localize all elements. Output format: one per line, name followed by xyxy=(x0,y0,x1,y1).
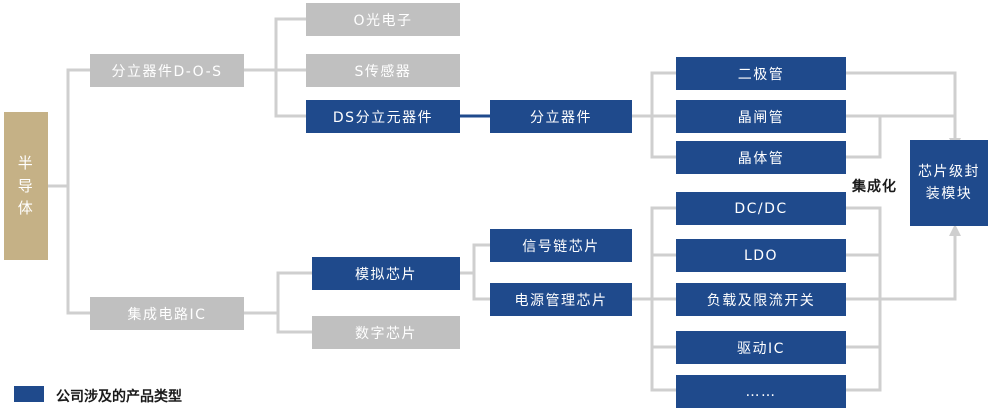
connector-discrete-transistor xyxy=(650,116,676,159)
node-dcdc: DC/DC xyxy=(676,192,846,225)
node-sensor: S传感器 xyxy=(306,54,460,87)
node-semiconductor-char-2: 导 xyxy=(17,176,35,195)
node-discrete-device: 分立器件 xyxy=(490,100,632,133)
connector-ic-digital xyxy=(276,313,312,334)
node-digital-chip: 数字芯片 xyxy=(312,316,460,349)
arrowhead-bottom xyxy=(949,224,961,236)
node-diode: 二极管 xyxy=(676,57,846,90)
connector-transistor-packaging xyxy=(846,116,882,159)
node-semiconductor: 半 导 体 xyxy=(4,112,48,260)
node-ds-discrete: DS分立元器件 xyxy=(306,100,460,133)
node-thyristor: 晶闸管 xyxy=(676,100,846,133)
node-optoelectronic: O光电子 xyxy=(306,3,460,36)
node-chip-packaging: 芯片级封 装模块 xyxy=(910,140,988,226)
node-chip-packaging-line-1: 芯片级封 xyxy=(918,163,980,180)
connector-analog-power xyxy=(472,273,490,301)
connector-load-packaging xyxy=(846,232,957,301)
node-semiconductor-char-1: 半 xyxy=(17,154,35,173)
connector-ic-analog xyxy=(244,271,312,315)
connector-semiconductor-ic xyxy=(66,186,90,315)
legend-swatch xyxy=(14,386,44,402)
connector-semiconductor-discrete xyxy=(48,68,90,188)
node-signal-chain: 信号链芯片 xyxy=(490,229,632,262)
connector-power-bus xyxy=(650,208,676,392)
connector-dos-optoelectronic xyxy=(244,17,306,72)
legend-label: 公司涉及的产品类型 xyxy=(56,389,182,405)
node-ic: 集成电路IC xyxy=(90,297,244,330)
node-load-switch: 负载及限流开关 xyxy=(676,283,846,316)
node-transistor: 晶体管 xyxy=(676,141,846,174)
node-driver-ic: 驱动IC xyxy=(676,331,846,364)
connector-diode-packaging xyxy=(846,71,957,140)
node-semiconductor-char-3: 体 xyxy=(17,199,35,218)
node-power-mgmt: 电源管理芯片 xyxy=(490,283,632,316)
node-ellipsis: …… xyxy=(676,375,846,408)
node-ldo: LDO xyxy=(676,239,846,272)
connector-dos-ds xyxy=(274,70,306,118)
connector-discrete-diode xyxy=(632,71,676,118)
label-integration: 集成化 xyxy=(852,179,897,195)
node-discrete-dos: 分立器件D-O-S xyxy=(90,54,244,87)
node-analog-chip: 模拟芯片 xyxy=(312,257,460,290)
connector-analog-signal xyxy=(460,243,490,275)
node-chip-packaging-line-2: 装模块 xyxy=(925,186,973,202)
